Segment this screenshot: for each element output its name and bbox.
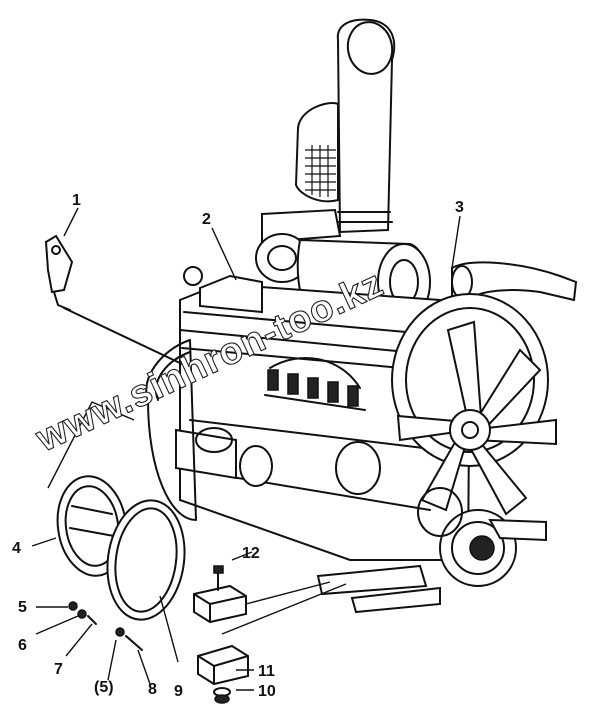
callout-5b: (5) xyxy=(94,679,114,696)
callout-3: 3 xyxy=(455,199,464,216)
cooling-fan xyxy=(391,293,557,516)
callout-6: 6 xyxy=(18,637,27,654)
hardware-small-parts xyxy=(68,601,143,651)
callout-9: 9 xyxy=(174,683,183,700)
injector-row xyxy=(264,356,366,411)
engine-mount-lower xyxy=(197,644,249,704)
callout-2: 2 xyxy=(202,211,211,228)
engine-mount-upper xyxy=(193,565,247,624)
flywheel-housing xyxy=(145,339,197,521)
callout-7: 7 xyxy=(54,661,63,678)
air-cleaner xyxy=(294,102,339,203)
callout-labels: 1 2 3 4 5 6 7 (5) 8 9 10 11 12 xyxy=(12,192,464,700)
callout-10: 10 xyxy=(258,683,276,700)
callout-11: 11 xyxy=(258,663,275,680)
callout-4: 4 xyxy=(12,540,21,557)
callout-8: 8 xyxy=(148,681,157,698)
leader-lines xyxy=(31,207,461,691)
callout-1: 1 xyxy=(72,192,81,209)
exhaust-stack xyxy=(335,18,396,234)
throttle-lever xyxy=(44,234,183,365)
front-support xyxy=(316,518,547,614)
callout-12: 12 xyxy=(242,545,260,562)
callout-5: 5 xyxy=(18,599,27,616)
flywheel-gasket xyxy=(106,499,186,621)
